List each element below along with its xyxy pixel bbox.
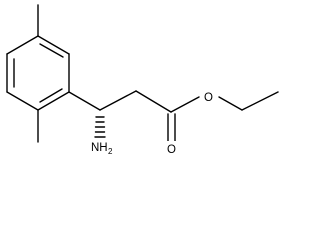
ester-oxygen-label: O [203,90,216,104]
ester-oxygen-to-ethyl-bond [218,96,243,111]
ring-double-bond [39,43,64,58]
ring-to-stereocenter-bond [68,91,101,111]
structure-drawing: NH 2 O O [6,4,279,156]
aromatic-ring [6,35,70,111]
amine-nh-text: NH [91,142,108,154]
ring-bond [6,91,39,111]
ring-bond [37,91,70,111]
ring-double-bond [39,88,63,103]
amine-label: NH 2 [90,139,113,156]
carbonyl-oxygen-text: O [167,144,176,156]
carbonyl-oxygen-label: O [166,141,177,156]
ch2-to-carbonyl-bond [135,90,172,113]
hashed-wedge-bond [94,116,106,138]
ethyl-bond [241,91,279,111]
molecule-canvas: NH 2 O O [6,4,279,156]
carbonyl-to-ester-oxygen-bond [170,96,200,113]
stereocenter-to-ch2-bond [99,90,137,111]
ring-bond [37,35,70,55]
ring-bond [6,35,39,55]
amine-subscript-text: 2 [108,147,113,156]
ester-oxygen-text: O [204,92,213,104]
